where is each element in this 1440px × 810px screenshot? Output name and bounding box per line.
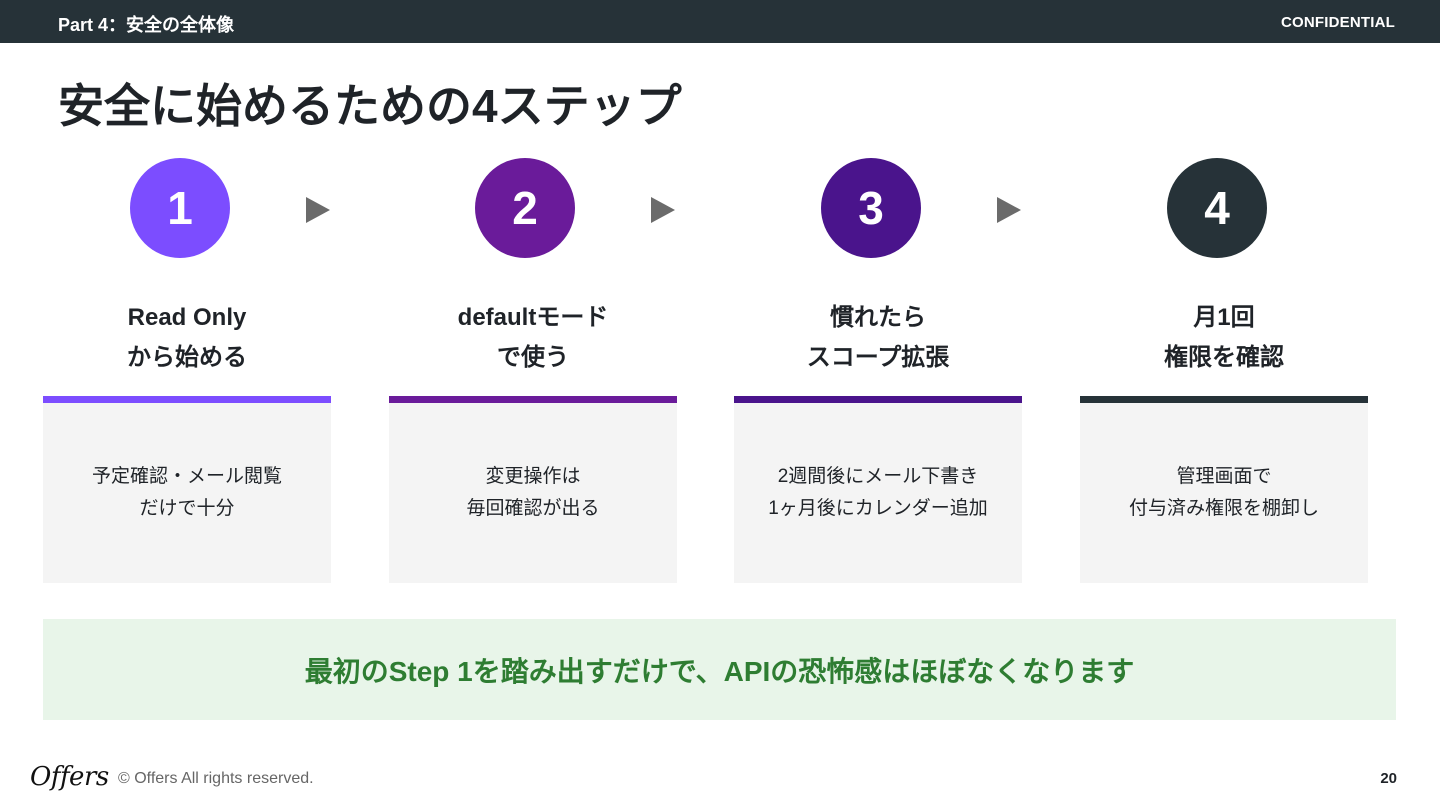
- step-4: 4 月1回 権限を確認 管理画面で 付与済み権限を棚卸し: [1080, 0, 1368, 600]
- step-heading: 慣れたら スコープ拡張: [734, 298, 1022, 378]
- step-number-circle: 1: [130, 158, 230, 258]
- step-accent-bar: [734, 396, 1022, 403]
- slide-title: 安全に始めるための4ステップ: [58, 80, 682, 132]
- step-body-line: 予定確認・メール閲覧: [91, 466, 282, 487]
- confidential-label: CONFIDENTIAL: [1280, 14, 1395, 31]
- step-heading-line: defaultモード: [457, 304, 609, 331]
- arrow-right-icon: [306, 197, 330, 223]
- step-body-line: 管理画面で: [1176, 466, 1272, 487]
- step-body-line: 付与済み権限を棚卸し: [1128, 498, 1319, 519]
- callout-banner: 最初のStep 1を踏み出すだけで、APIの恐怖感はほぼなくなります: [43, 619, 1396, 720]
- step-heading-line: Read Only: [127, 304, 247, 331]
- step-number-circle: 3: [821, 158, 921, 258]
- step-heading-line: スコープ拡張: [806, 344, 950, 371]
- step-card: 2週間後にメール下書き 1ヶ月後にカレンダー追加: [734, 403, 1022, 583]
- step-3: 3 慣れたら スコープ拡張 2週間後にメール下書き 1ヶ月後にカレンダー追加: [734, 0, 1022, 600]
- step-2: 2 defaultモード で使う 変更操作は 毎回確認が出る: [389, 0, 677, 600]
- step-body-line: 変更操作は: [485, 466, 581, 487]
- top-bar: Part 4：安全の全体像 CONFIDENTIAL: [0, 0, 1440, 43]
- arrow-right-icon: [997, 197, 1021, 223]
- offers-logo: Offers: [30, 762, 109, 792]
- step-card: 変更操作は 毎回確認が出る: [389, 403, 677, 583]
- copyright-text: © Offers All rights reserved.: [118, 770, 314, 787]
- step-heading-line: で使う: [497, 344, 569, 371]
- step-heading: defaultモード で使う: [389, 298, 677, 378]
- step-number-circle: 2: [475, 158, 575, 258]
- step-card: 管理画面で 付与済み権限を棚卸し: [1080, 403, 1368, 583]
- step-body-line: 1ヶ月後にカレンダー追加: [768, 498, 988, 519]
- step-1: 1 Read Only から始める 予定確認・メール閲覧 だけで十分: [43, 0, 331, 600]
- step-accent-bar: [1080, 396, 1368, 403]
- step-body-line: 毎回確認が出る: [466, 498, 600, 519]
- step-body-line: だけで十分: [139, 498, 235, 519]
- step-card: 予定確認・メール閲覧 だけで十分: [43, 403, 331, 583]
- step-heading-line: 権限を確認: [1164, 344, 1284, 371]
- step-accent-bar: [43, 396, 331, 403]
- callout-text: 最初のStep 1を踏み出すだけで、APIの恐怖感はほぼなくなります: [304, 655, 1135, 687]
- step-accent-bar: [389, 396, 677, 403]
- step-heading: 月1回 権限を確認: [1080, 298, 1368, 378]
- arrow-right-icon: [651, 197, 675, 223]
- step-body-line: 2週間後にメール下書き: [777, 466, 979, 487]
- step-number-circle: 4: [1167, 158, 1267, 258]
- step-heading-line: から始める: [127, 344, 247, 371]
- section-label: Part 4：安全の全体像: [58, 15, 235, 35]
- page-number: 20: [1380, 770, 1397, 787]
- step-heading-line: 月1回: [1193, 304, 1255, 331]
- step-heading: Read Only から始める: [43, 298, 331, 378]
- step-heading-line: 慣れたら: [830, 304, 926, 331]
